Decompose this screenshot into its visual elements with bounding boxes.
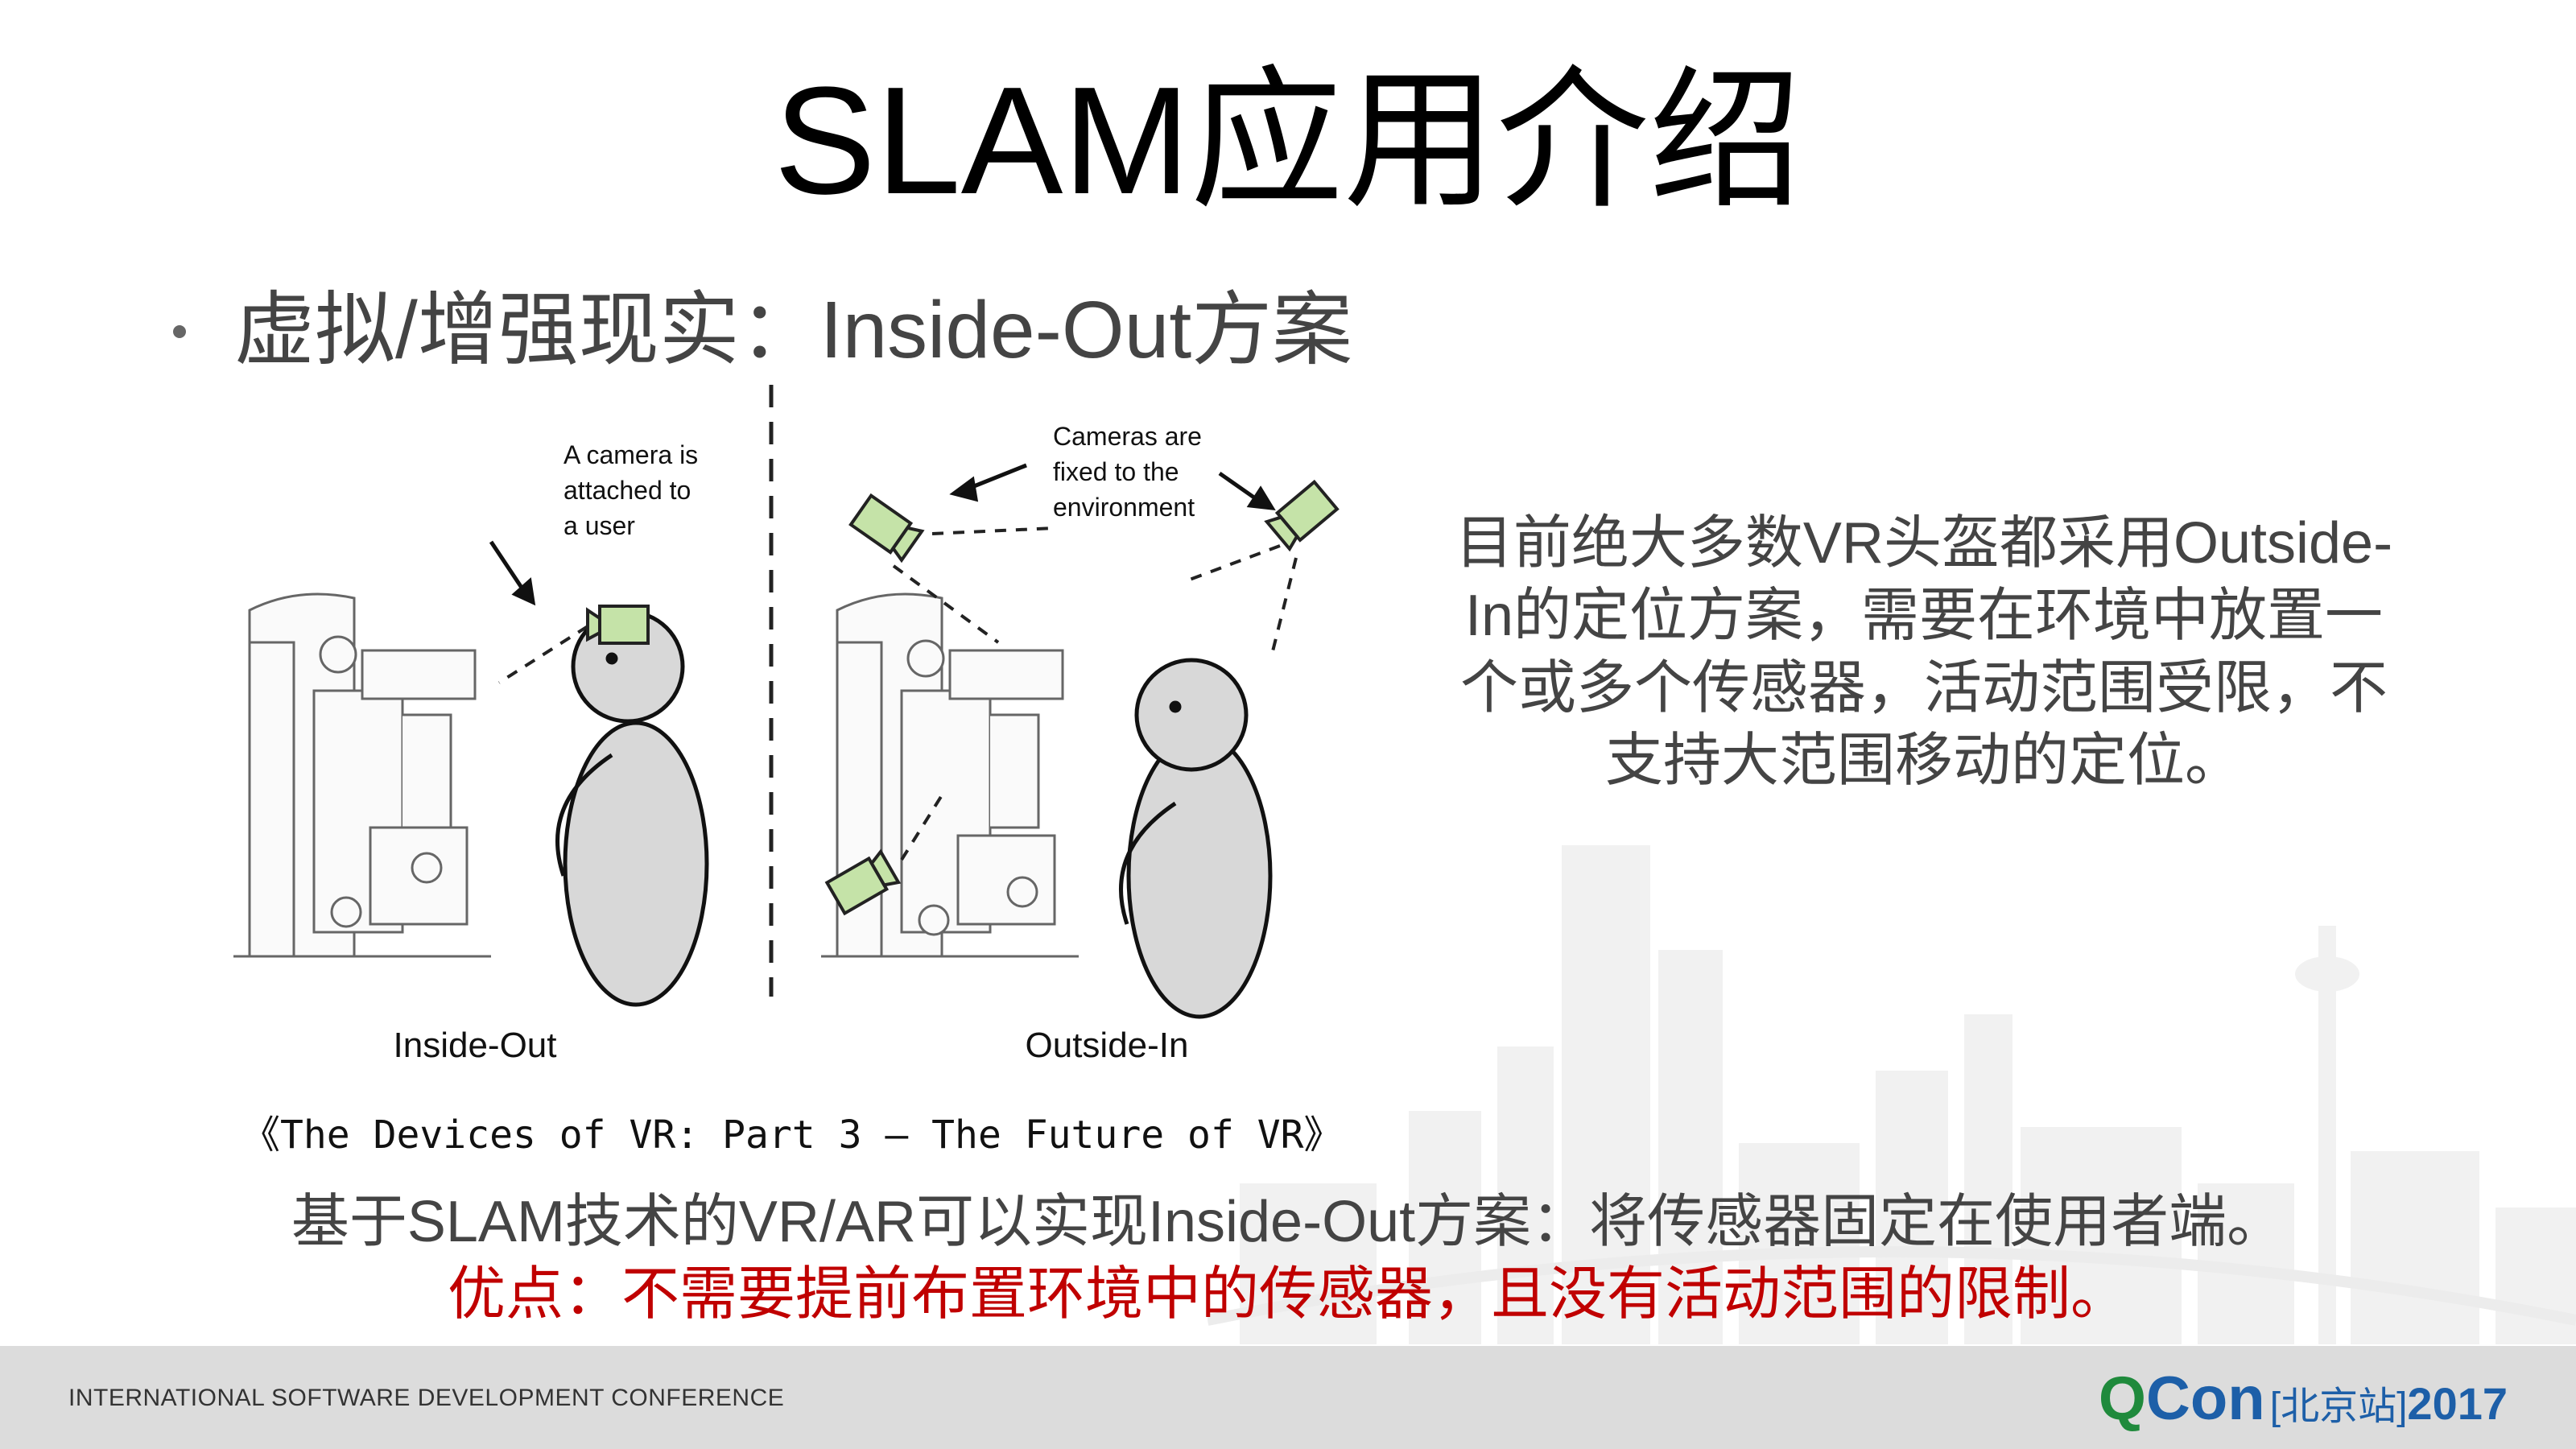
footer-bar: INTERNATIONAL SOFTWARE DEVELOPMENT CONFE… bbox=[0, 1346, 2576, 1449]
description-paragraph: 目前绝大多数VR头盔都采用Outside-In的定位方案，需要在环境中放置一个或… bbox=[1455, 511, 2393, 793]
env-camera-top-left-icon bbox=[848, 493, 925, 564]
right-person-figure bbox=[1119, 658, 1273, 1019]
conference-name: INTERNATIONAL SOFTWARE DEVELOPMENT CONFE… bbox=[68, 1385, 785, 1411]
skyline-background bbox=[1208, 845, 2576, 1344]
figure-caption: 《The Devices of VR: Part 3 – The Future … bbox=[242, 1113, 1343, 1158]
left-machinery-sketch bbox=[233, 592, 491, 958]
right-annotation-line-1: Cameras are bbox=[1053, 422, 1202, 451]
bullet-text: 虚拟/增强现实：Inside-Out方案 bbox=[234, 285, 1353, 375]
bullet-item: 虚拟/增强现实：Inside-Out方案 bbox=[173, 290, 1352, 370]
right-annotation-line-2: fixed to the bbox=[1053, 457, 1179, 486]
logo-city: [北京站] bbox=[2269, 1385, 2408, 1428]
user-camera-icon bbox=[586, 605, 650, 645]
slide-title: SLAM应用介绍 bbox=[774, 56, 1802, 226]
label-inside-out: Inside-Out bbox=[394, 1026, 557, 1065]
label-outside-in: Outside-In bbox=[1026, 1026, 1189, 1065]
logo-q: Q bbox=[2098, 1364, 2146, 1433]
left-person-figure bbox=[555, 609, 709, 1007]
advantage-line: 优点：不需要提前布置环境中的传感器，且没有活动范围的限制。 bbox=[447, 1262, 2128, 1327]
summary-line: 基于SLAM技术的VR/AR可以实现Inside-Out方案：将传感器固定在使用… bbox=[291, 1190, 2285, 1254]
env-camera-bottom-left-icon bbox=[824, 848, 902, 916]
inside-out-outside-in-figure: A camera is attached to a user Cameras a… bbox=[233, 377, 1381, 1073]
right-machinery-sketch bbox=[821, 592, 1079, 958]
left-annotation-line-1: A camera is bbox=[564, 440, 698, 469]
annotation-arrows bbox=[489, 463, 1276, 606]
camera-icons bbox=[586, 479, 1340, 916]
left-annotation-line-3: a user bbox=[564, 511, 635, 540]
sight-lines bbox=[497, 526, 1298, 861]
env-camera-top-right-icon bbox=[1264, 479, 1340, 552]
logo-con: Con bbox=[2146, 1364, 2265, 1433]
bullet-dot-icon bbox=[173, 324, 186, 338]
right-annotation-line-3: environment bbox=[1053, 493, 1195, 522]
left-annotation-line-2: attached to bbox=[564, 476, 691, 505]
logo-year: 2017 bbox=[2407, 1378, 2508, 1429]
